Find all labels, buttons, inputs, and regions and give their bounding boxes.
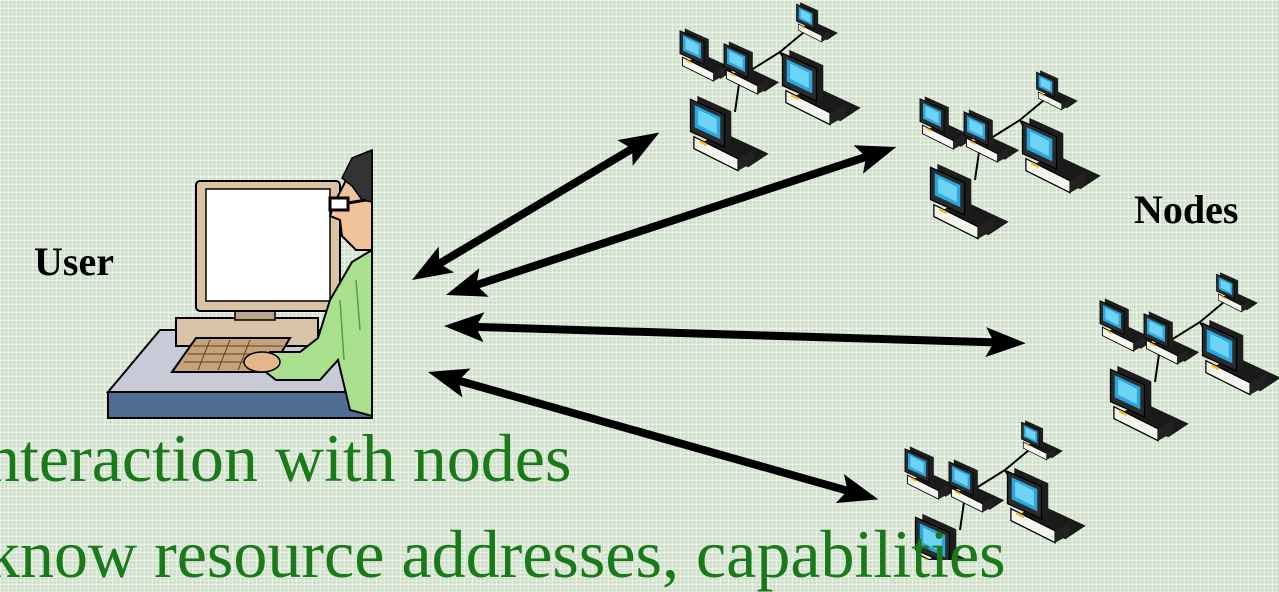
node-cluster-3 xyxy=(1100,272,1279,440)
bullet-text-resource-addresses: know resource addresses, capabilities xyxy=(0,516,1006,592)
diagram-canvas xyxy=(105,0,1279,560)
node-cluster-2 xyxy=(920,70,1101,238)
user-at-computer-icon xyxy=(105,148,373,419)
bullet-text-interaction: nteraction with nodes xyxy=(0,420,572,496)
node-cluster-1 xyxy=(680,2,861,170)
user-label: User xyxy=(34,239,114,284)
arrow-user-node-3 xyxy=(444,312,1026,358)
arrow-user-node-1 xyxy=(412,132,660,280)
arrow-user-node-4 xyxy=(428,368,879,503)
nodes-label: Nodes xyxy=(1134,187,1239,232)
arrow-user-node-2 xyxy=(446,145,897,297)
